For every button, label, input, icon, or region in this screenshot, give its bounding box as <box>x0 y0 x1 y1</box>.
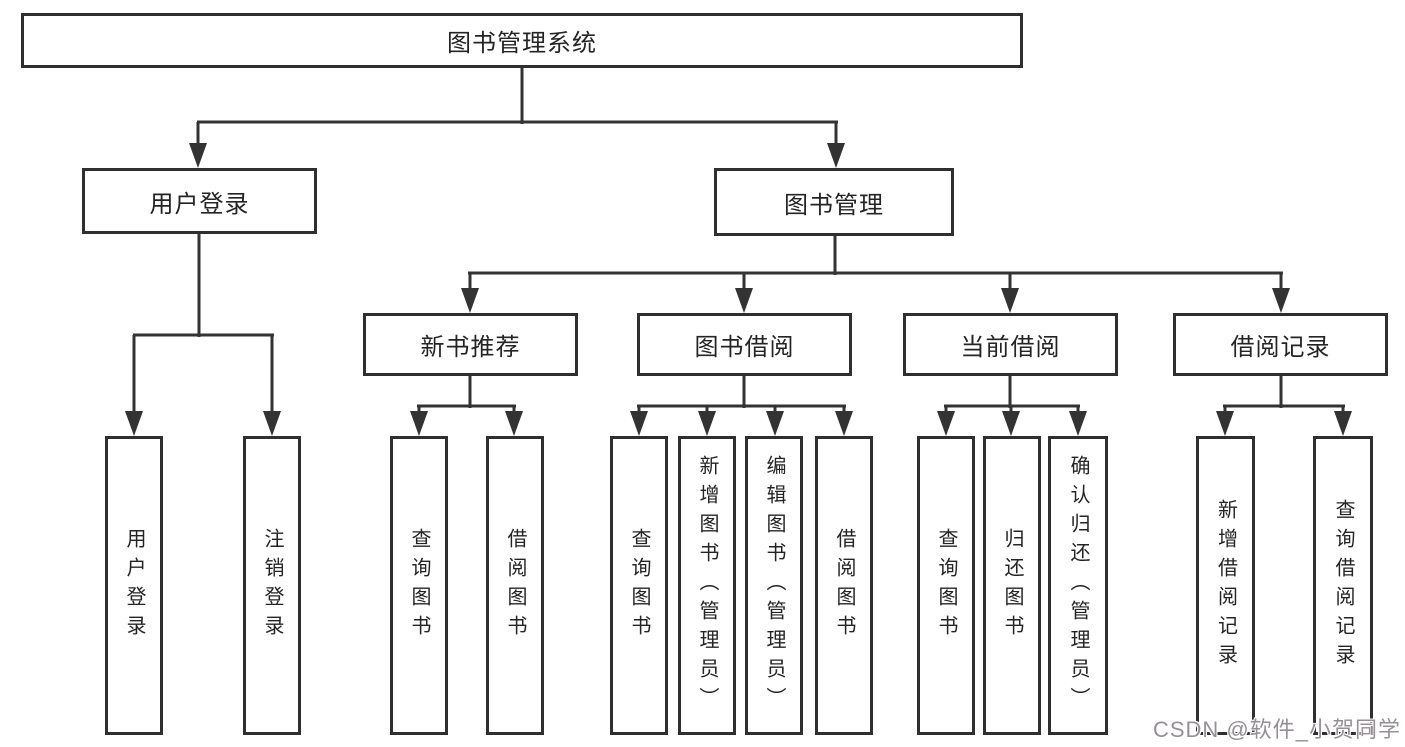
leaf-label: 用户登录 <box>123 527 145 644</box>
leaf-label: 查询图书 <box>628 527 650 644</box>
arrowhead-down-icon <box>1272 288 1290 313</box>
leaf-add-book-admin: 新增图书（管理员） <box>678 436 736 735</box>
node-current-borrow-label: 当前借阅 <box>960 334 1061 361</box>
node-user-login: 用户登录 <box>82 168 317 234</box>
node-library-system-label: 图书管理系统 <box>447 30 597 57</box>
leaf-borrow-books-recommend: 借阅图书 <box>486 436 544 735</box>
node-library-system: 图书管理系统 <box>21 13 1023 68</box>
node-book-borrow-label: 图书借阅 <box>694 334 795 361</box>
leaf-user-login: 用户登录 <box>105 436 163 735</box>
node-new-book-recommend: 新书推荐 <box>363 313 578 376</box>
arrowhead-down-icon <box>630 411 648 436</box>
leaf-query-books-borrow: 查询图书 <box>610 436 668 735</box>
arrowhead-down-icon <box>1334 411 1352 436</box>
leaf-label: 查询图书 <box>935 527 957 644</box>
arrowhead-down-icon <box>735 288 753 313</box>
leaf-edit-book-admin: 编辑图书（管理员） <box>745 436 803 735</box>
leaf-label: 新增图书（管理员） <box>696 455 718 716</box>
arrowhead-down-icon <box>1069 411 1087 436</box>
leaf-borrow-books: 借阅图书 <box>815 436 873 735</box>
node-book-management-label: 图书管理 <box>784 191 884 219</box>
arrowhead-down-icon <box>189 143 207 168</box>
leaf-label: 查询图书 <box>408 527 430 644</box>
arrowhead-down-icon <box>1216 411 1234 436</box>
leaf-query-books-current: 查询图书 <box>917 436 975 735</box>
leaf-add-borrow-record: 新增借阅记录 <box>1196 436 1255 735</box>
arrowhead-down-icon <box>937 411 955 436</box>
arrowhead-down-icon <box>698 411 716 436</box>
leaf-query-borrow-record: 查询借阅记录 <box>1313 436 1373 735</box>
leaf-logout: 注销登录 <box>243 436 301 735</box>
node-user-login-label: 用户登录 <box>149 190 250 218</box>
arrowhead-down-icon <box>835 411 853 436</box>
leaf-label: 借阅图书 <box>833 527 855 644</box>
arrowhead-down-icon <box>461 288 479 313</box>
leaf-label: 借阅图书 <box>504 527 526 644</box>
watermark: CSDN @软件_小贺同学 <box>1152 717 1401 742</box>
leaf-label: 编辑图书（管理员） <box>763 455 785 716</box>
node-book-management: 图书管理 <box>714 168 954 236</box>
arrowhead-down-icon <box>505 411 523 436</box>
leaf-label: 归还图书 <box>1001 527 1023 644</box>
leaf-label: 新增借阅记录 <box>1214 498 1237 673</box>
arrowhead-down-icon <box>125 411 143 436</box>
node-book-borrow: 图书借阅 <box>637 313 852 376</box>
leaf-return-book: 归还图书 <box>983 436 1041 735</box>
node-current-borrow: 当前借阅 <box>903 313 1118 376</box>
leaf-label: 查询借阅记录 <box>1332 498 1354 673</box>
node-new-book-recommend-label: 新书推荐 <box>420 334 521 361</box>
arrowhead-down-icon <box>766 411 784 436</box>
arrowhead-down-icon <box>827 143 845 168</box>
leaf-label: 注销登录 <box>261 527 283 644</box>
leaf-query-books-recommend: 查询图书 <box>390 436 448 735</box>
arrowhead-down-icon <box>410 411 428 436</box>
arrowhead-down-icon <box>1002 411 1020 436</box>
leaf-label: 确认归还（管理员） <box>1067 455 1089 716</box>
arrowhead-down-icon <box>1001 288 1019 313</box>
arrowhead-down-icon <box>263 411 281 436</box>
node-borrow-records: 借阅记录 <box>1173 313 1388 376</box>
leaf-confirm-return-admin: 确认归还（管理员） <box>1048 436 1108 735</box>
node-borrow-records-label: 借阅记录 <box>1230 334 1331 361</box>
